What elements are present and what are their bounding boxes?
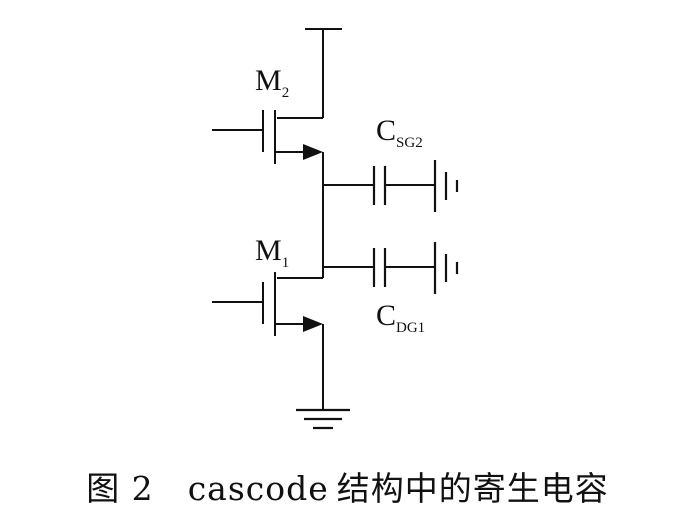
caption-latin: cascode (187, 469, 329, 508)
caption-cn: 结构中的寄生电容 (336, 469, 609, 508)
supply-rail (277, 28, 342, 119)
label-cdg1: CDG1 (376, 299, 425, 336)
label-m2: M2 (255, 64, 289, 101)
ground-cdg1 (433, 242, 459, 294)
m2-source-arrow (303, 144, 323, 160)
label-csg2: CSG2 (376, 114, 423, 151)
transistor-m1 (212, 272, 323, 336)
middle-node (277, 152, 324, 279)
caption-number: 图 2 (86, 469, 154, 508)
ground-bottom (296, 324, 350, 430)
capacitor-csg2 (323, 166, 434, 205)
capacitor-cdg1 (323, 248, 434, 287)
transistor-m2 (212, 110, 323, 164)
m1-source-arrow (303, 316, 323, 332)
label-m1: M1 (255, 234, 289, 271)
ground-csg2 (433, 160, 459, 212)
